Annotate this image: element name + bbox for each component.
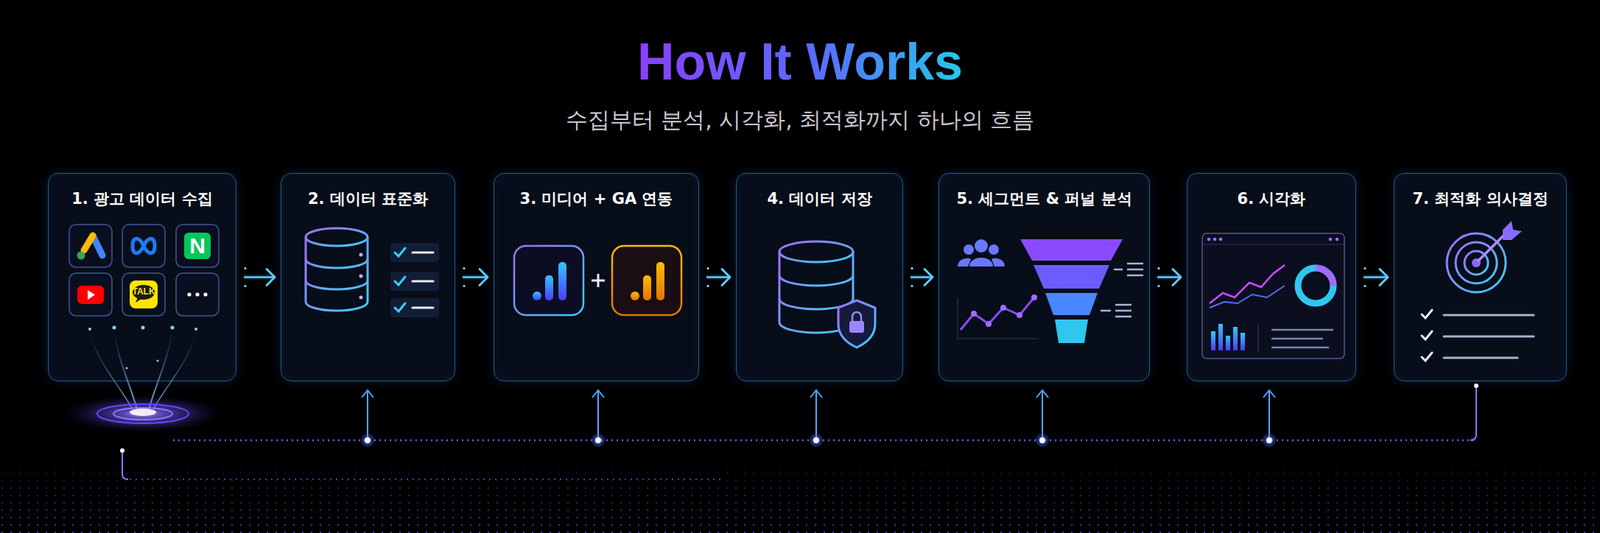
process-box: 5. 세그먼트 & 퍼널 분석 [938,173,1150,382]
step-title: 1. 광고 데이터 수집 [48,188,236,210]
step-title: 3. 미디어 + GA 연동 [494,188,699,210]
title: How It Works [637,33,963,91]
process-box: 7. 최적화 의사결정 [1393,173,1567,382]
process-box: 2. 데이터 표준화 [280,173,456,382]
step-title: 2. 데이터 표준화 [281,188,455,210]
step-title: 7. 최적화 의사결정 [1394,188,1567,210]
title-wrap: How It Works [0,30,1600,93]
flow-arrow [1363,267,1388,288]
step-title: 6. 시각화 [1187,188,1356,210]
step-title: 5. 세그먼트 & 퍼널 분석 [939,188,1150,210]
process-box: 3. 미디어 + GA 연동 [493,173,700,382]
step-title: 4. 데이터 저장 [736,188,903,210]
flow-arrow [243,267,275,288]
logo-text: TALK [131,286,155,297]
logo-letter: N [189,233,206,259]
flow-arrow [910,267,933,288]
process-box: 4. 데이터 저장 [735,173,904,382]
process-box: 1. 광고 데이터 수집 [47,173,237,382]
flow-arrow [462,267,488,288]
subtitle: 수집부터 분석, 시각화, 최적화까지 하나의 흐름 [565,105,1035,136]
flow-arrow [1157,267,1181,288]
process-box: 6. 시각화 [1186,173,1357,382]
flow-arrow [706,267,731,288]
